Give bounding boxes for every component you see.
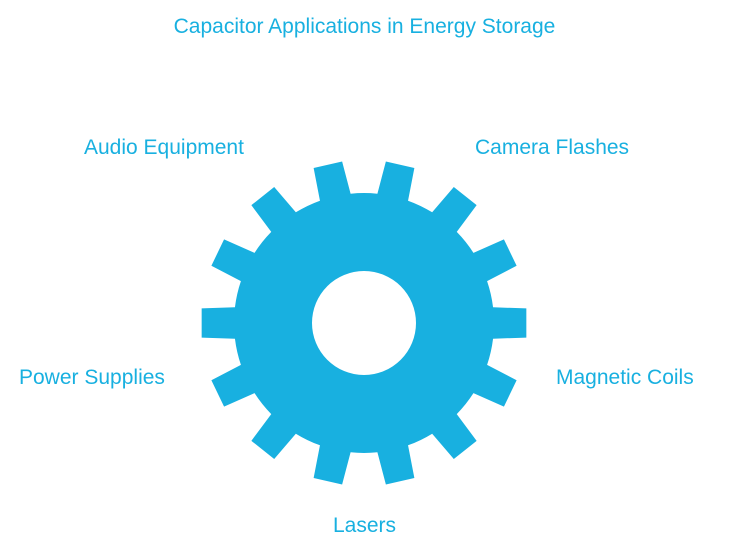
diagram-title: Capacitor Applications in Energy Storage xyxy=(173,15,556,38)
label-magnetic-coils: Magnetic Coils xyxy=(556,366,694,389)
label-power-supplies: Power Supplies xyxy=(19,366,165,389)
label-audio-equipment: Audio Equipment xyxy=(84,136,244,159)
label-camera-flashes: Camera Flashes xyxy=(475,136,630,159)
gear-shape xyxy=(201,161,527,485)
label-lasers: Lasers xyxy=(332,514,397,537)
